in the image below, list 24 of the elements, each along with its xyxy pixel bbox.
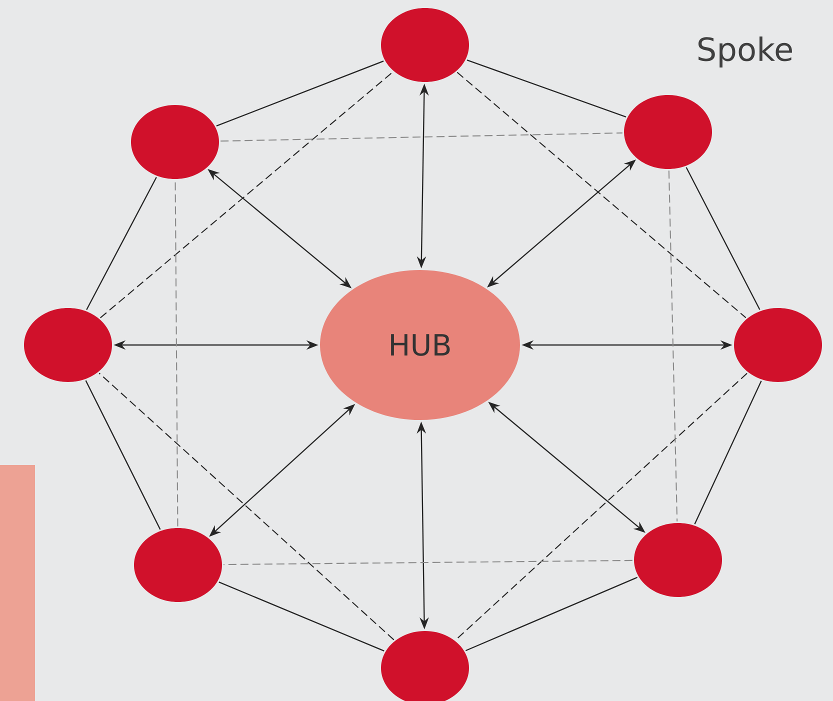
spoke-circle	[634, 523, 722, 597]
connector-line	[216, 60, 384, 126]
connector-line	[466, 59, 626, 118]
connector-line	[86, 176, 157, 310]
dashed-line	[224, 560, 632, 566]
dashed-line	[456, 72, 746, 318]
spoke-circle	[381, 8, 469, 82]
dashed-line	[98, 372, 394, 640]
dashed-line	[100, 72, 393, 318]
dashed-line	[456, 372, 748, 640]
connector-line	[694, 380, 762, 524]
spoke-circle	[24, 308, 112, 382]
spoke-label: Spoke	[698, 36, 792, 68]
spoke-circle	[134, 528, 222, 602]
dashed-line	[174, 180, 178, 526]
spoke-circle	[131, 105, 219, 179]
spoke-circle	[734, 308, 822, 382]
dashed-line	[668, 170, 678, 522]
connector-line	[218, 582, 384, 652]
spoke-circle	[624, 95, 712, 169]
dashed-line	[220, 132, 622, 142]
connector-line	[465, 576, 638, 652]
connector-line	[686, 167, 760, 310]
connector-line	[85, 380, 161, 530]
